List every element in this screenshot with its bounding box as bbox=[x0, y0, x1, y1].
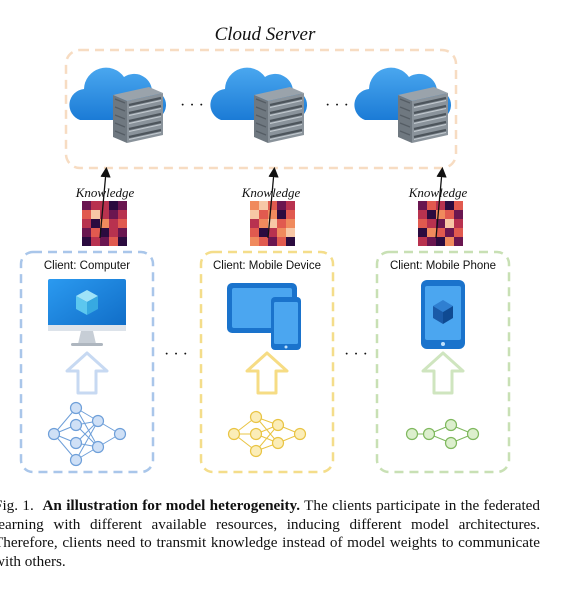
knowledge-label: Knowledge bbox=[241, 185, 301, 200]
figure-caption: Fig. 1. An illustration for model hetero… bbox=[0, 497, 540, 571]
knowledge-upload-arrow bbox=[267, 166, 279, 239]
client-label: Client: Computer bbox=[44, 260, 130, 272]
caption-text: The clients participate in the federated… bbox=[0, 497, 541, 570]
cloud-server-title: Cloud Server bbox=[215, 24, 316, 45]
clients-ellipsis-left: · · · bbox=[164, 346, 188, 363]
knowledge-upload-arrow bbox=[435, 166, 447, 239]
knowledge-heatmap bbox=[82, 201, 127, 246]
neural-network-icon bbox=[405, 418, 480, 450]
neural-network-icon bbox=[47, 401, 127, 467]
caption-bold: An illustration for model heterogeneity. bbox=[42, 497, 301, 514]
server-ellipsis-left: · · · bbox=[180, 97, 204, 114]
cloud-server-icon bbox=[69, 67, 167, 143]
upload-arrow-icon bbox=[65, 351, 109, 395]
upload-arrow-icon bbox=[421, 351, 465, 395]
knowledge-heatmap bbox=[418, 201, 463, 246]
client-region: Client: Mobile Device bbox=[199, 250, 335, 474]
neural-network-icon bbox=[227, 410, 307, 458]
server-ellipsis-right: · · · bbox=[325, 97, 349, 114]
client-label: Client: Mobile Phone bbox=[390, 260, 496, 272]
device-icon bbox=[227, 283, 301, 350]
knowledge-upload-arrow bbox=[99, 166, 111, 239]
device-icon bbox=[421, 280, 465, 349]
cloud-server-icon bbox=[210, 67, 308, 143]
knowledge-label: Knowledge bbox=[408, 185, 468, 200]
client-region: Client: Mobile Phone bbox=[375, 250, 511, 474]
knowledge-heatmap bbox=[250, 201, 295, 246]
cloud-server-region bbox=[64, 48, 458, 170]
caption-prefix: Fig. 1. bbox=[0, 497, 34, 514]
clients-ellipsis-right: · · · bbox=[344, 346, 368, 363]
device-icon bbox=[48, 279, 126, 346]
upload-arrow-icon bbox=[245, 351, 289, 395]
cloud-server-icon bbox=[354, 67, 452, 143]
client-region: Client: Computer bbox=[19, 250, 155, 474]
client-label: Client: Mobile Device bbox=[213, 260, 321, 272]
